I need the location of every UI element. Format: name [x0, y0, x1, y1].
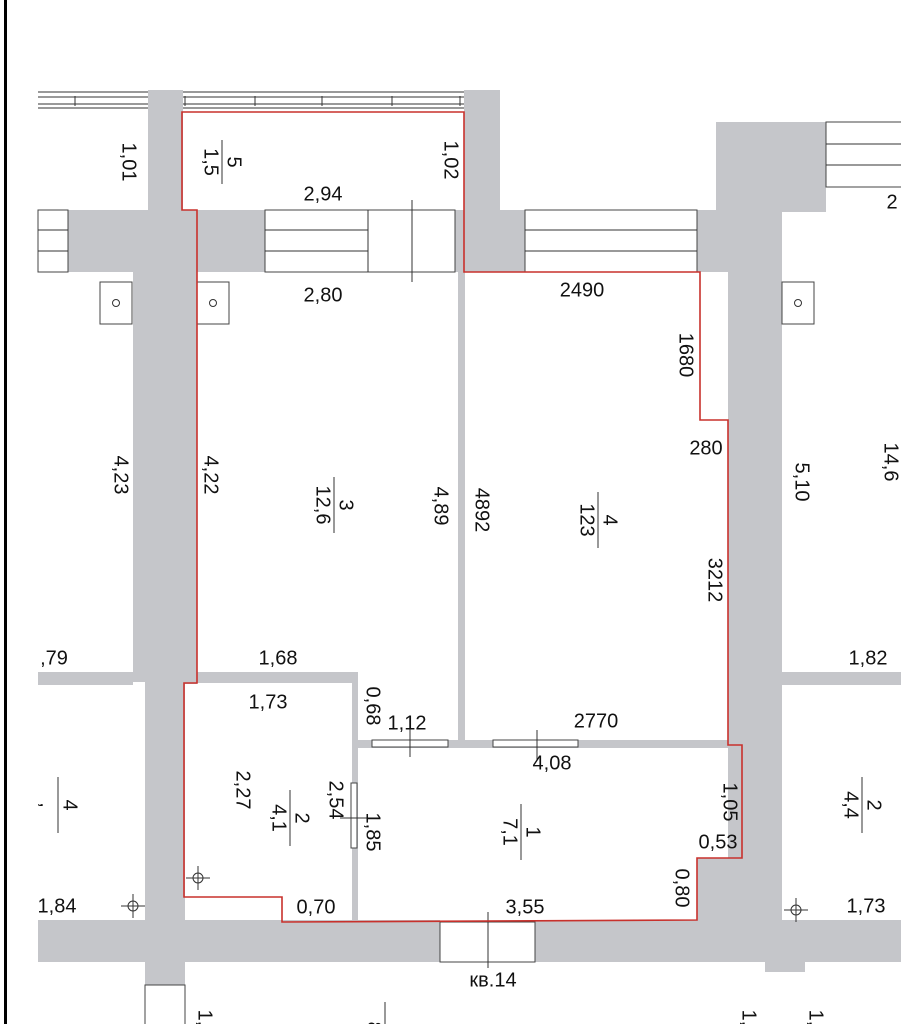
apartment-outline: [181, 111, 743, 923]
room-3-label: 3 12,6: [312, 477, 357, 533]
window: [264, 209, 456, 273]
svg-text:4,23: 4,23: [110, 456, 132, 495]
neighbor-area: 14,6: [880, 443, 901, 482]
svg-text:1,84: 1,84: [38, 895, 77, 917]
dimensions: 1,01 1,02 2,94 2,80 2490 1680 280 4,23 4…: [38, 141, 898, 1024]
svg-text:2,80: 2,80: [304, 284, 343, 306]
svg-text:1,02: 1,02: [440, 141, 462, 180]
drain-icon: [784, 898, 808, 922]
svg-text:2: 2: [886, 191, 897, 213]
room-area: 1,5: [200, 148, 222, 176]
neighbor-right-label: 2 4,4: [840, 777, 885, 833]
room-5-label: 5 1,5: [200, 140, 245, 184]
vent-shaft: [99, 281, 133, 325]
svg-text:1,12: 1,12: [388, 712, 427, 734]
vent-shaft: [781, 281, 815, 325]
room-4-label: 4 123: [576, 492, 621, 548]
balcony-railing: [38, 91, 500, 109]
room-area: 4,1: [268, 804, 290, 832]
svg-text:4,08: 4,08: [533, 752, 572, 774]
room-number: 4: [599, 514, 621, 525]
svg-text:1,73: 1,73: [847, 895, 886, 917]
svg-text:2,54: 2,54: [325, 781, 347, 820]
svg-text:2770: 2770: [574, 710, 619, 732]
svg-text:0,70: 0,70: [297, 896, 336, 918]
svg-text:1,: 1,: [738, 1010, 760, 1024]
svg-text:4,4: 4,4: [840, 791, 862, 819]
frame-border: [4, 0, 7, 1024]
svg-text:2: 2: [863, 799, 885, 810]
svg-text:1,68: 1,68: [259, 647, 298, 669]
room-area: 7,1: [499, 818, 521, 846]
svg-text:1,: 1,: [194, 1010, 216, 1024]
door: [350, 782, 358, 849]
room-area: 12,6: [312, 486, 334, 525]
svg-text:1,82: 1,82: [849, 647, 888, 669]
room-number: 5: [223, 156, 245, 167]
svg-text:1680: 1680: [675, 333, 697, 378]
svg-text:3212: 3212: [704, 558, 726, 603]
drain-icon: [186, 866, 210, 890]
svg-text:8,: 8,: [363, 1022, 385, 1024]
svg-text:1,85: 1,85: [362, 813, 384, 852]
svg-text:4,22: 4,22: [200, 456, 222, 495]
svg-text:4892: 4892: [471, 488, 493, 533]
svg-text:5,10: 5,10: [791, 463, 813, 502]
neighbor-bottom-label: 1 8,: [363, 1002, 386, 1024]
svg-text:2,94: 2,94: [304, 183, 343, 205]
vent-shaft: [196, 281, 230, 325]
window: [524, 209, 698, 273]
room-number: 2: [291, 812, 313, 823]
room-1-label: 1 7,1: [499, 804, 544, 860]
door: [492, 739, 579, 748]
svg-text:1,05: 1,05: [719, 783, 741, 822]
room-number: 1: [522, 826, 544, 837]
drain-icon: [121, 894, 145, 918]
svg-text:1,: 1,: [805, 1010, 827, 1024]
room-number: 3: [335, 499, 357, 510]
svg-text:2490: 2490: [560, 279, 605, 301]
svg-text:1,73: 1,73: [249, 691, 288, 713]
svg-text:4,89: 4,89: [430, 487, 452, 526]
svg-text:0,68: 0,68: [362, 687, 384, 726]
room-area: 123: [576, 503, 598, 536]
svg-text:2,27: 2,27: [232, 771, 254, 810]
apartment-label: кв.14: [469, 969, 516, 991]
window: [825, 121, 901, 188]
svg-text:,: ,: [36, 802, 58, 808]
svg-text:0,80: 0,80: [671, 869, 693, 908]
svg-text:1,01: 1,01: [118, 143, 140, 182]
room-2-label: 2 4,1: [268, 790, 313, 846]
svg-text:280: 280: [689, 437, 722, 459]
svg-text:0,53: 0,53: [699, 831, 738, 853]
svg-text:3,55: 3,55: [506, 896, 545, 918]
neighbor-left-label: 4 ,: [36, 777, 81, 833]
walls: [37, 90, 901, 1024]
svg-text:,79: ,79: [40, 647, 68, 669]
svg-text:4: 4: [59, 799, 81, 810]
